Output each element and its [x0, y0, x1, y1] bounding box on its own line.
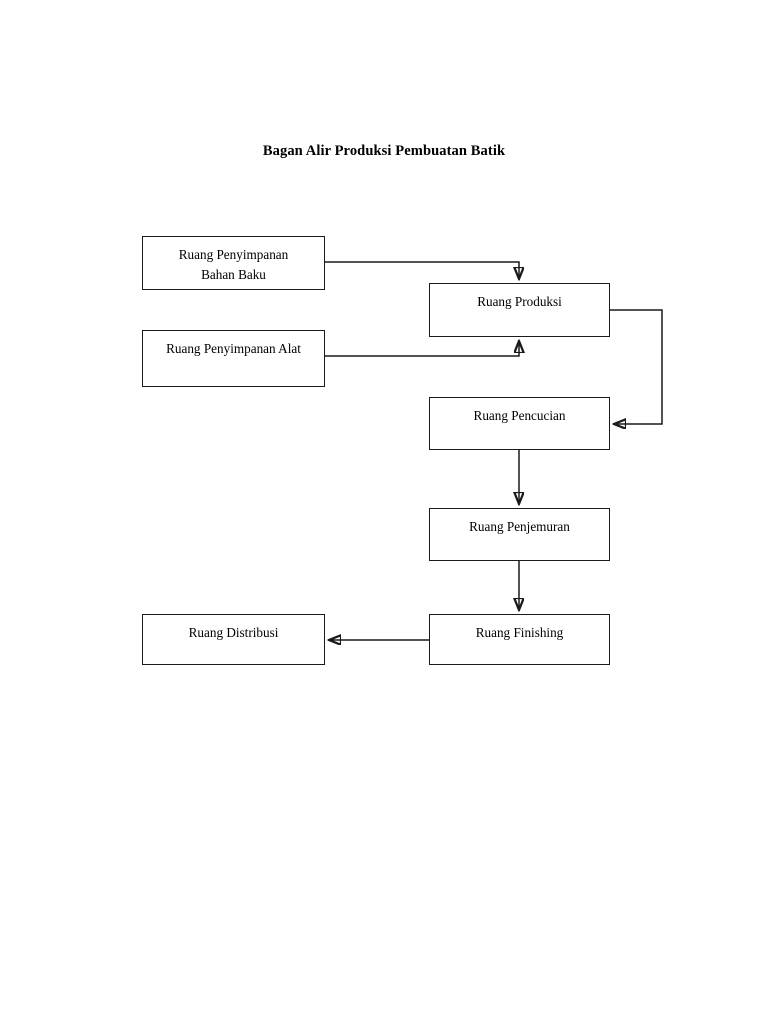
node-pencucian-label: Ruang Pencucian [473, 408, 566, 423]
node-distribusi-label: Ruang Distribusi [188, 625, 279, 640]
node-bahan-baku-label: Ruang Penyimpanan Bahan Baku [178, 247, 289, 283]
node-distribusi[interactable]: Ruang Distribusi [142, 614, 325, 665]
edge-produksi-to-pencucian [610, 309, 663, 424]
node-penjemuran[interactable]: Ruang Penjemuran [429, 508, 610, 561]
node-produksi[interactable]: Ruang Produksi [429, 283, 610, 337]
edge-bahan-baku-to-produksi [325, 261, 519, 279]
edge-alat-to-produksi [325, 341, 519, 357]
node-finishing[interactable]: Ruang Finishing [429, 614, 610, 665]
node-penyimpanan-alat-label: Ruang Penyimpanan Alat [166, 341, 301, 356]
node-bahan-baku[interactable]: Ruang Penyimpanan Bahan Baku [142, 236, 325, 290]
node-finishing-label: Ruang Finishing [475, 625, 564, 640]
page-title: Bagan Alir Produksi Pembuatan Batik [262, 143, 506, 159]
node-pencucian[interactable]: Ruang Pencucian [429, 397, 610, 450]
node-penyimpanan-alat[interactable]: Ruang Penyimpanan Alat [142, 330, 325, 387]
node-penjemuran-label: Ruang Penjemuran [469, 519, 570, 534]
node-produksi-label: Ruang Produksi [477, 294, 562, 309]
